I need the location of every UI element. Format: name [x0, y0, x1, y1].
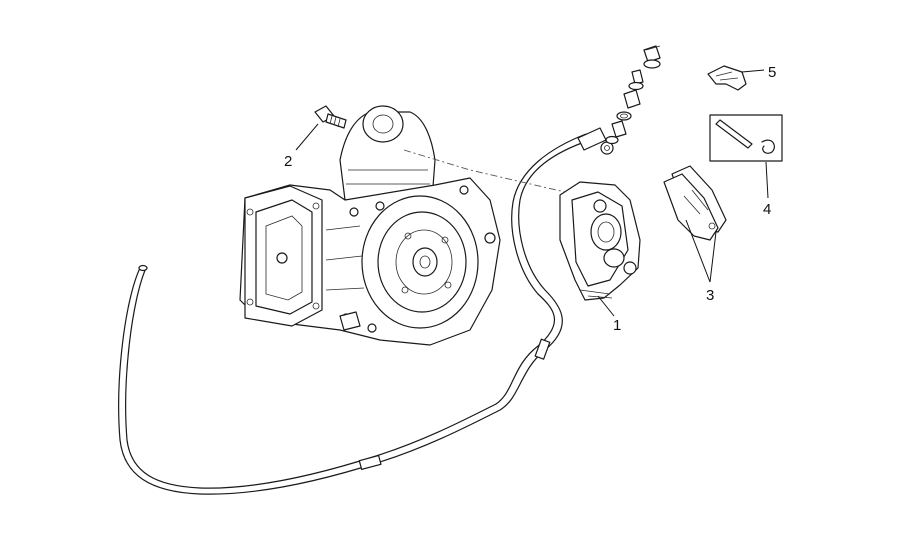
leader-line-5 [741, 69, 765, 73]
callout-1: 1 [613, 317, 621, 334]
callout-4: 4 [763, 201, 771, 218]
callout-3: 3 [706, 287, 714, 304]
bleeder-fitting-stack [605, 45, 661, 145]
pad-spring-clip [707, 65, 747, 91]
leader-line-2 [295, 123, 319, 151]
mounting-bolt [314, 105, 347, 129]
callout-2: 2 [284, 153, 292, 170]
brake-caliper [559, 181, 641, 301]
leader-line-1 [597, 295, 615, 317]
brake-pads [663, 165, 727, 241]
pad-pin-kit [709, 114, 783, 162]
engine-block [239, 105, 501, 346]
callout-5: 5 [768, 64, 776, 81]
leader-line-3a [685, 219, 711, 283]
leader-line-4 [765, 161, 769, 199]
leader-line-3b [709, 231, 717, 283]
